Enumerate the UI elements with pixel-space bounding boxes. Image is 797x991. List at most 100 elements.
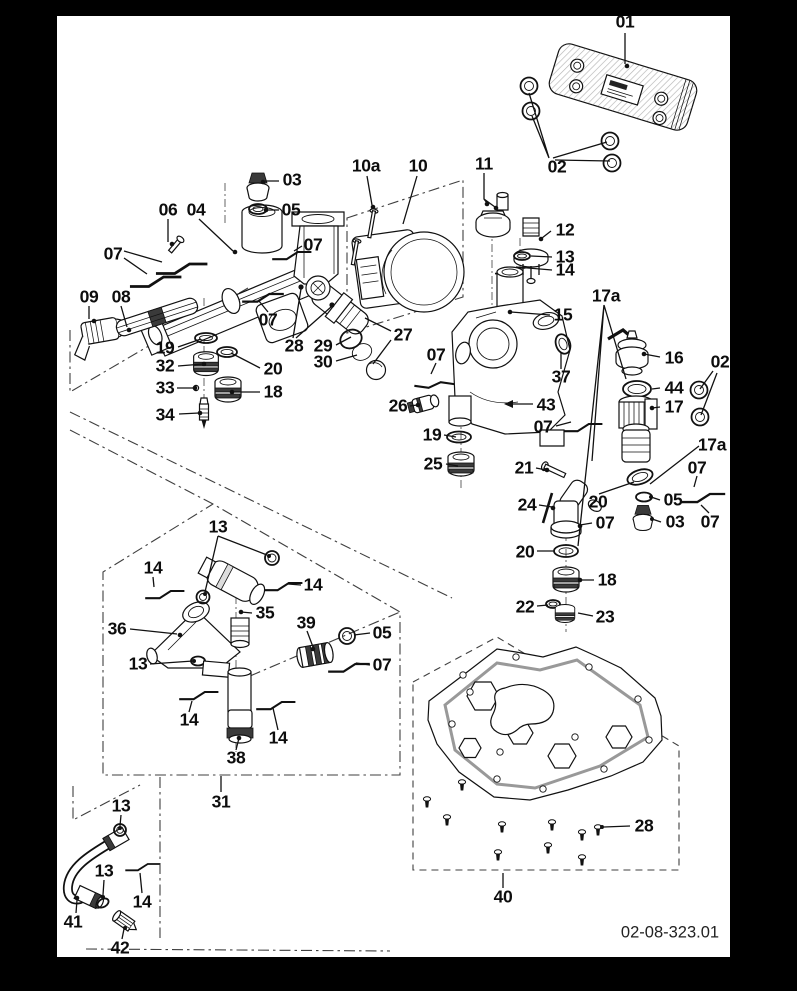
part-39-coupling <box>296 642 334 668</box>
part-01-heat-exchanger <box>548 43 698 131</box>
part-20-ring-right-inner <box>631 472 649 482</box>
callout-07: 07 <box>258 309 278 330</box>
callout-43: 43 <box>536 394 556 415</box>
callout-01: 01 <box>615 11 635 32</box>
callout-07: 07 <box>700 511 720 532</box>
callout-26: 26 <box>388 395 408 416</box>
drawing-number: 02-08-323.01 <box>620 923 720 942</box>
callout-41: 41 <box>63 911 83 932</box>
part-11-air-vent <box>475 191 511 238</box>
callout-38: 38 <box>226 747 246 768</box>
callout-15: 15 <box>553 304 573 325</box>
part-19-washer-center <box>446 430 472 444</box>
callout-07: 07 <box>372 654 392 675</box>
part-13-washer-inner <box>517 253 527 259</box>
part-15-hydraulic-block <box>448 266 571 447</box>
part-23-nut <box>554 604 576 623</box>
callout-05: 05 <box>663 489 683 510</box>
artwork <box>62 33 727 952</box>
part-42-plug <box>112 910 138 932</box>
part-37-ring <box>554 333 572 355</box>
callout-07: 07 <box>303 234 323 255</box>
callout-22: 22 <box>515 596 535 617</box>
part-35-valve <box>197 556 266 649</box>
callout-17a: 17a <box>697 434 727 455</box>
callout-05: 05 <box>281 199 301 220</box>
callout-13: 13 <box>94 860 114 881</box>
part-19-washer-left <box>194 332 218 344</box>
callout-32: 32 <box>155 355 175 376</box>
callout-36: 36 <box>107 618 127 639</box>
callout-14: 14 <box>303 574 323 595</box>
callout-19: 19 <box>422 424 442 445</box>
part-05-ring-inner <box>252 205 264 213</box>
part-22-ring <box>545 599 561 609</box>
callout-13: 13 <box>128 653 148 674</box>
callout-19: 19 <box>155 337 175 358</box>
callout-28: 28 <box>634 815 654 836</box>
callout-30: 30 <box>313 351 333 372</box>
part-18-fitting-left <box>214 376 242 403</box>
part-32-fitting <box>193 351 219 377</box>
callout-34: 34 <box>155 404 175 425</box>
callout-07: 07 <box>595 512 615 533</box>
callout-07: 07 <box>687 457 707 478</box>
callout-13: 13 <box>111 795 131 816</box>
part-34-stem <box>198 397 210 429</box>
callout-17a: 17a <box>591 285 621 306</box>
part-40-base-plate <box>427 646 663 801</box>
callout-12: 12 <box>555 219 575 240</box>
part-44-gasket-inner <box>627 383 647 395</box>
part-19-washer-center-inner <box>451 433 467 441</box>
part-10a-screws <box>350 208 379 266</box>
part-20-washer-bottom-inner <box>558 547 574 555</box>
callout-07: 07 <box>103 243 123 264</box>
callout-04: 04 <box>186 199 206 220</box>
callout-33: 33 <box>155 377 175 398</box>
callout-18: 18 <box>263 381 283 402</box>
part-38-fitting <box>201 660 254 744</box>
callout-02: 02 <box>710 351 730 372</box>
diagram-canvas <box>57 16 730 957</box>
part-08-cartridge <box>115 297 199 337</box>
part-05-ring-box <box>338 627 356 645</box>
callout-27: 27 <box>393 324 413 345</box>
callout-10a: 10a <box>351 155 381 176</box>
callout-31: 31 <box>211 791 231 812</box>
part-03-sensor-right <box>632 504 654 532</box>
callout-11: 11 <box>475 153 493 174</box>
callout-20: 20 <box>263 358 283 379</box>
callout-17: 17 <box>664 396 684 417</box>
callout-28: 28 <box>284 335 304 356</box>
callout-14: 14 <box>555 259 575 280</box>
callout-03: 03 <box>665 511 685 532</box>
callout-13: 13 <box>208 516 228 537</box>
callout-07: 07 <box>426 344 446 365</box>
callout-14: 14 <box>143 557 163 578</box>
callout-20: 20 <box>588 491 608 512</box>
callout-14: 14 <box>268 727 288 748</box>
part-13-washer <box>513 251 531 261</box>
callout-23: 23 <box>595 606 615 627</box>
leader-dots <box>74 63 655 930</box>
callout-37: 37 <box>551 366 571 387</box>
callout-06: 06 <box>158 199 178 220</box>
part-20-ring-right <box>626 468 654 486</box>
part-16-bypass-valve <box>607 328 649 376</box>
callout-39: 39 <box>296 612 316 633</box>
callout-16: 16 <box>664 347 684 368</box>
part-02-orings-right <box>689 380 710 427</box>
callout-05: 05 <box>372 622 392 643</box>
callout-18: 18 <box>597 569 617 590</box>
callout-02: 02 <box>547 156 567 177</box>
part-24-elbow <box>541 479 602 539</box>
callout-07: 07 <box>533 416 553 437</box>
callout-08: 08 <box>111 286 131 307</box>
callout-14: 14 <box>179 709 199 730</box>
callout-42: 42 <box>110 937 130 958</box>
part-17-actuator <box>618 395 658 463</box>
callout-10: 10 <box>408 155 428 176</box>
part-18-fitting-right <box>552 566 580 593</box>
